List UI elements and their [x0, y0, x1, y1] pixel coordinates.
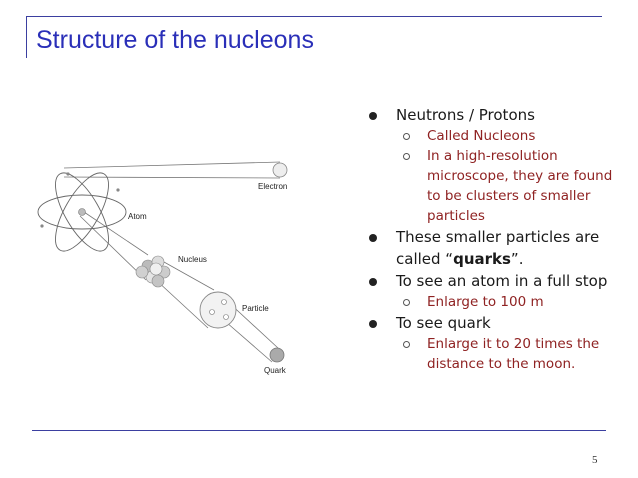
bullet-dot-icon — [369, 278, 377, 286]
top-rule — [26, 16, 602, 17]
bullet-item: Neutrons / Protons — [366, 104, 628, 126]
sub-bullet-ring-icon — [403, 341, 410, 348]
sub-bullet-item: Called Nucleons — [366, 126, 628, 146]
bullet-dot-icon — [369, 112, 377, 120]
electron-icon — [272, 162, 288, 178]
sub-bullet-text: In a high-resolution microscope, they ar… — [427, 148, 613, 224]
atom-icon — [37, 172, 127, 252]
bullet-dot-icon — [369, 234, 377, 242]
bullet-text-bold: quarks — [453, 250, 511, 268]
label-quark: Quark — [264, 366, 287, 375]
label-atom: Atom — [128, 212, 147, 221]
sub-bullet-text: Called Nucleons — [427, 128, 536, 144]
zoom-line — [63, 176, 281, 179]
bullet-text-before: These smaller particles are called “ — [396, 228, 600, 268]
sub-bullet-item: Enlarge to 100 m — [366, 292, 628, 312]
bottom-rule — [32, 430, 606, 431]
zoom-line — [63, 161, 281, 169]
label-nucleus: Nucleus — [178, 255, 207, 264]
sub-bullet-text: Enlarge it to 20 times the distance to t… — [427, 336, 600, 372]
zoom-line — [163, 261, 215, 291]
sub-bullet-ring-icon — [403, 299, 410, 306]
zoom-line — [225, 321, 273, 363]
sub-bullet-item: Enlarge it to 20 times the distance to t… — [366, 334, 628, 374]
nucleus-icon — [135, 255, 171, 288]
zoom-line — [155, 279, 209, 329]
label-electron: Electron — [258, 182, 287, 191]
left-rule — [26, 16, 27, 58]
bullet-item: To see an atom in a full stop — [366, 270, 628, 292]
bullet-text-after: ”. — [510, 250, 524, 268]
sub-bullet-ring-icon — [403, 133, 410, 140]
sub-bullet-text: Enlarge to 100 m — [427, 294, 544, 310]
particle-icon — [199, 291, 237, 329]
label-particle: Particle — [242, 304, 269, 313]
bullet-text: Neutrons / Protons — [396, 106, 535, 124]
sub-bullet-item: In a high-resolution microscope, they ar… — [366, 146, 628, 226]
bullet-text: To see quark — [396, 314, 491, 332]
page-number: 5 — [592, 454, 598, 466]
bullet-dot-icon — [369, 320, 377, 328]
bullet-list: Neutrons / Protons Called Nucleons In a … — [366, 104, 628, 374]
atom-zoom-diagram: Electron Atom Nucleus Particle Quark — [37, 161, 288, 375]
zoom-line — [83, 211, 149, 256]
quark-icon — [269, 347, 285, 363]
bullet-item: To see quark — [366, 312, 628, 334]
slide-title: Structure of the nucleons — [36, 26, 314, 54]
sub-bullet-ring-icon — [403, 153, 410, 160]
bullet-item: These smaller particles are called “quar… — [366, 226, 628, 270]
zoom-line — [79, 215, 147, 281]
bullet-text: To see an atom in a full stop — [396, 272, 608, 290]
